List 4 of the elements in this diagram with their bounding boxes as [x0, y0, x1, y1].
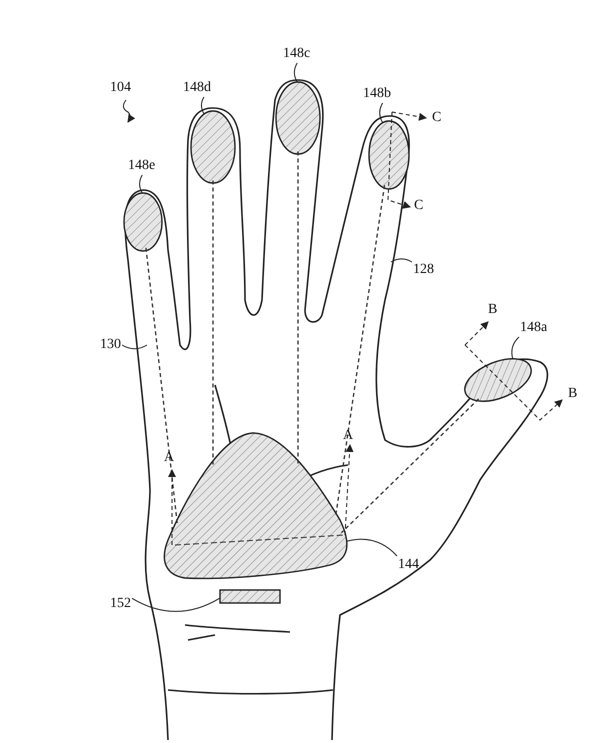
- callout-number: 148c: [283, 46, 310, 62]
- leader-line: [294, 62, 298, 82]
- section-label: B: [568, 386, 578, 402]
- callout-number: 130: [100, 337, 121, 353]
